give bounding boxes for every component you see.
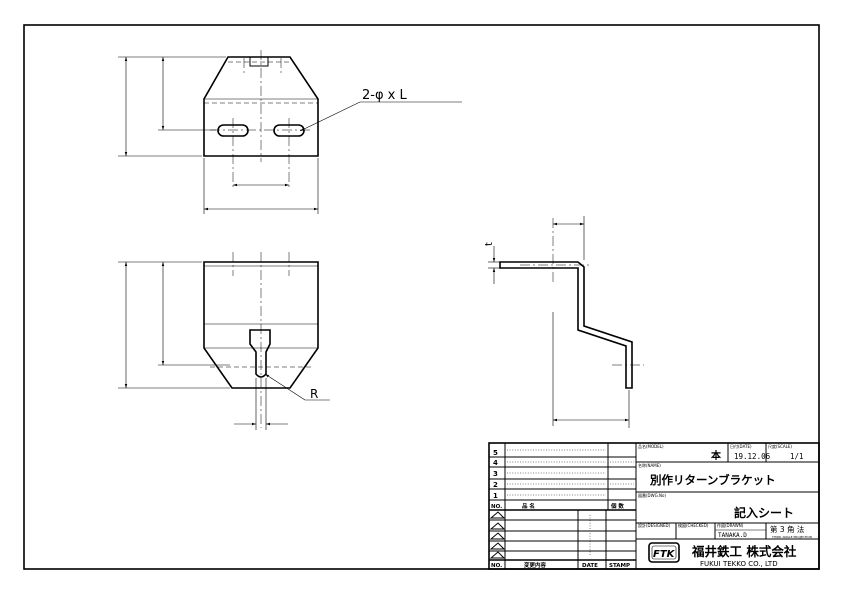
company-logo-text: FTK	[653, 549, 676, 560]
name-label: 名称(NAME)	[638, 462, 661, 468]
drawn-label: 作図(DRAWN)	[717, 522, 744, 528]
sheet-name: 記入シート	[734, 505, 794, 520]
parts-row-number: 4	[493, 459, 498, 467]
scale-value: 1/1	[790, 452, 804, 461]
parts-row-number: 2	[493, 481, 498, 489]
date-label: 日付(DATE)	[730, 443, 752, 449]
company-name-en: FUKUI TEKKO CO., LTD	[700, 560, 778, 568]
title-block-grid	[488, 442, 820, 570]
parts-row-number: 5	[493, 449, 498, 457]
projection-sub: THIRD ANGLE PROJECTION	[771, 535, 812, 539]
parts-no-header: NO.	[491, 504, 502, 510]
checked-label: 検図(CHECKED)	[678, 522, 709, 528]
rev-date-header: DATE	[582, 563, 598, 569]
drawn-value: TANAKA.D	[718, 532, 747, 539]
parts-row-number: 3	[493, 470, 498, 478]
material-value: 本	[711, 449, 722, 462]
rev-no-header: NO.	[491, 563, 502, 569]
scale-label: 尺度(SCALE)	[768, 443, 792, 449]
side-view	[488, 216, 644, 428]
company-name-jp: 福井鉄工 株式会社	[691, 544, 797, 559]
rev-content-header: 変更内容	[524, 561, 547, 569]
parts-qty-header: 個 数	[610, 502, 624, 510]
parts-row-number: 1	[493, 492, 498, 500]
rev-stamp-header: STAMP	[609, 563, 630, 569]
parts-item-header: 品 名	[522, 502, 535, 510]
radius-callout: R	[310, 387, 318, 401]
top-view	[118, 50, 462, 214]
front-view	[118, 252, 330, 430]
date-value: 19.12.06	[734, 452, 771, 461]
thickness-callout: t	[484, 242, 495, 246]
hole-spec-callout: 2-φ x L	[362, 88, 407, 103]
drawing-frame	[23, 24, 820, 570]
designed-label: 設計(DESIGNED)	[638, 522, 671, 528]
drawing-no-label: 図番(DWG.No)	[638, 492, 666, 498]
model-label: 品名(MODEL)	[638, 443, 664, 449]
projection-label: 第 3 角 法	[770, 524, 805, 534]
company-logo	[648, 542, 680, 563]
part-name: 別作リターンブラケット	[649, 473, 776, 487]
